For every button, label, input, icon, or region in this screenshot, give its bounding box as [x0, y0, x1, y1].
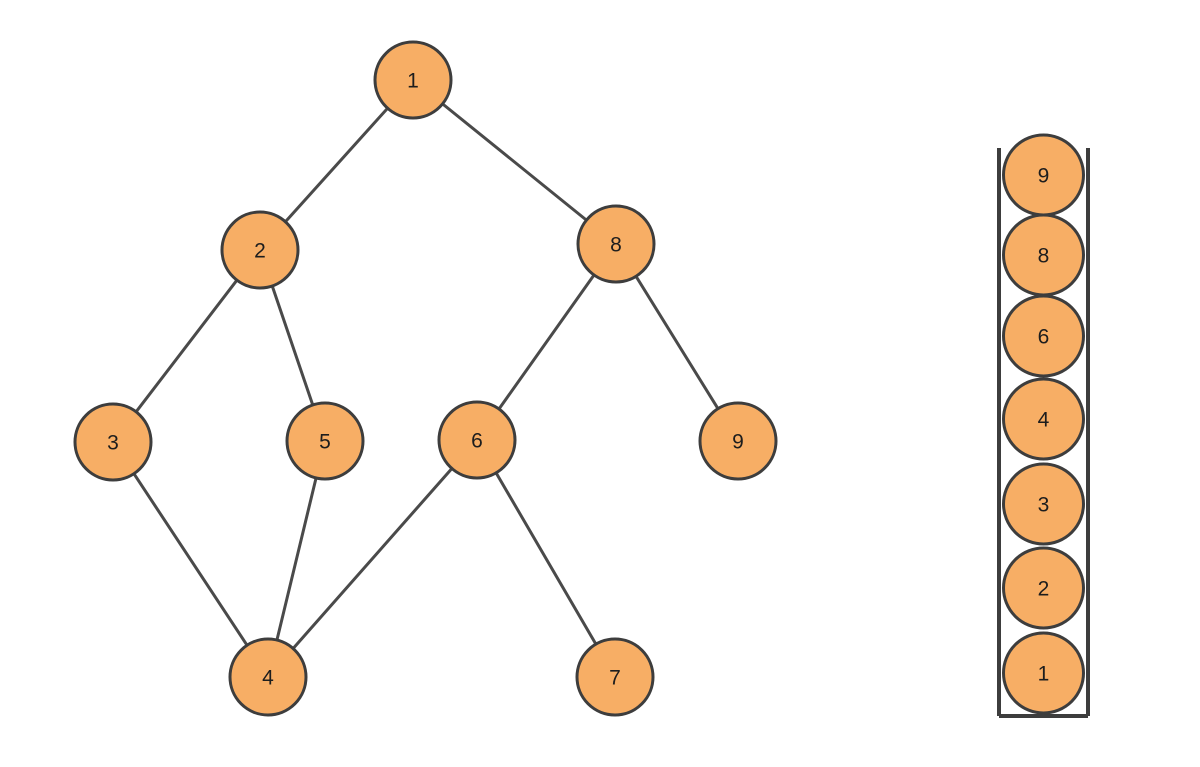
graph-node-circle-7[interactable] — [575, 637, 655, 717]
stack-item-2[interactable]: 2 — [1002, 546, 1085, 630]
stack-item-circle-3[interactable] — [1002, 462, 1085, 546]
stack-item-label-4: 4 — [1038, 409, 1050, 432]
graph-edges — [132, 102, 720, 650]
graph-node-circle-4[interactable] — [228, 637, 308, 717]
graph-edge-5-4 — [275, 476, 318, 642]
graph-node-label-9: 9 — [732, 431, 744, 454]
graph-edge-1-8 — [441, 102, 588, 222]
stack-item-circle-6[interactable] — [1002, 294, 1085, 378]
graph-edge-8-9 — [634, 274, 720, 411]
graph-node-4[interactable]: 4 — [228, 637, 308, 717]
stack-item-4[interactable]: 4 — [1002, 377, 1085, 461]
stack-item-9[interactable]: 9 — [1002, 133, 1085, 217]
graph-node-5[interactable]: 5 — [285, 401, 365, 481]
graph-node-2[interactable]: 2 — [220, 210, 300, 290]
graph-node-circle-9[interactable] — [698, 401, 778, 481]
stack-item-label-9: 9 — [1038, 165, 1050, 188]
stack-item-circle-4[interactable] — [1002, 377, 1085, 461]
graph-node-circle-6[interactable] — [437, 400, 517, 480]
graph-edge-8-6 — [497, 273, 596, 411]
graph-edge-6-4 — [291, 467, 454, 650]
graph-node-6[interactable]: 6 — [437, 400, 517, 480]
graph-node-label-5: 5 — [319, 431, 331, 454]
graph-node-circle-1[interactable] — [373, 40, 453, 120]
graph-node-label-3: 3 — [107, 432, 119, 455]
stack-item-1[interactable]: 1 — [1002, 631, 1085, 715]
graph-node-1[interactable]: 1 — [373, 40, 453, 120]
graph-node-circle-8[interactable] — [576, 204, 656, 284]
graph-node-label-2: 2 — [254, 240, 266, 263]
stack-item-label-6: 6 — [1038, 326, 1050, 349]
stack-item-circle-1[interactable] — [1002, 631, 1085, 715]
graph-node-circle-3[interactable] — [73, 402, 153, 482]
graph-node-label-6: 6 — [471, 430, 483, 453]
stack-item-label-3: 3 — [1038, 494, 1050, 517]
stack-structure: 9 8 6 4 3 2 1 — [997, 133, 1090, 718]
stack-item-3[interactable]: 3 — [1002, 462, 1085, 546]
graph-node-label-7: 7 — [609, 667, 621, 690]
graph-node-circle-5[interactable] — [285, 401, 365, 481]
graph-node-3[interactable]: 3 — [73, 402, 153, 482]
graph-edge-3-4 — [132, 472, 249, 647]
graph-node-7[interactable]: 7 — [575, 637, 655, 717]
graph-node-circle-2[interactable] — [220, 210, 300, 290]
stack-item-label-8: 8 — [1038, 245, 1050, 268]
graph-node-label-4: 4 — [262, 667, 274, 690]
graph-edge-2-5 — [270, 284, 315, 407]
stack-item-8[interactable]: 8 — [1002, 213, 1085, 297]
graph-edge-2-3 — [134, 278, 239, 414]
graph-node-9[interactable]: 9 — [698, 401, 778, 481]
stack-item-circle-2[interactable] — [1002, 546, 1085, 630]
stack-item-label-2: 2 — [1038, 578, 1050, 601]
graph-node-8[interactable]: 8 — [576, 204, 656, 284]
graph-node-label-8: 8 — [610, 234, 622, 257]
graph-edge-1-2 — [283, 106, 390, 224]
graph-edge-6-7 — [494, 471, 598, 646]
graph-nodes: 1 2 3 4 5 6 7 8 9 — [73, 40, 778, 717]
stack-item-label-1: 1 — [1038, 663, 1050, 686]
stack-item-6[interactable]: 6 — [1002, 294, 1085, 378]
graph-node-label-1: 1 — [407, 70, 419, 93]
